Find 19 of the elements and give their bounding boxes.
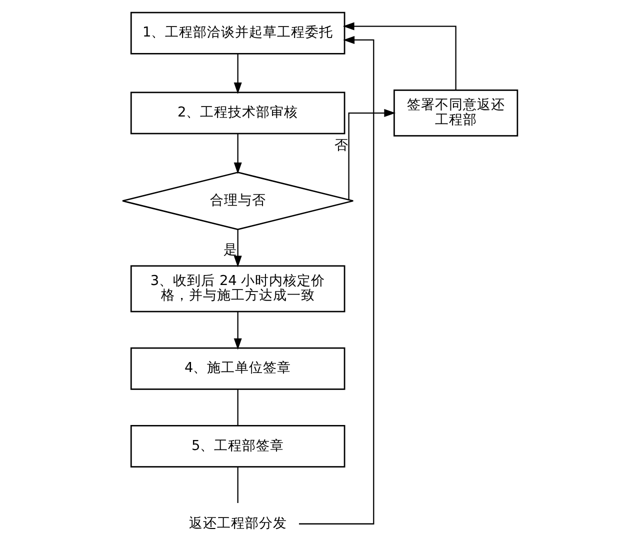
node-box: 签署不同意返还工程部	[394, 90, 518, 137]
arrow	[342, 22, 456, 90]
node-box: 2、工程技术部审核	[130, 92, 346, 134]
node-box: 1、工程部洽谈并起草工程委托	[130, 12, 346, 54]
arrow	[298, 36, 374, 524]
arrow	[234, 230, 242, 268]
node-diamond: 合理与否	[122, 172, 354, 230]
arrow	[234, 54, 242, 94]
node-box: 4、施工单位签章	[130, 347, 346, 390]
connector	[237, 389, 238, 426]
connector	[237, 467, 238, 504]
edge-label: 是	[223, 242, 238, 258]
arrow	[348, 109, 396, 200]
arrow	[234, 312, 242, 350]
node-box: 3、收到后 24 小时内核定价格，并与施工方达成一致	[130, 265, 346, 312]
arrow	[234, 134, 242, 174]
edge-label: 否	[334, 137, 348, 154]
node-text: 返还工程部分发	[188, 515, 287, 532]
node-box: 5、工程部签章	[130, 425, 346, 468]
